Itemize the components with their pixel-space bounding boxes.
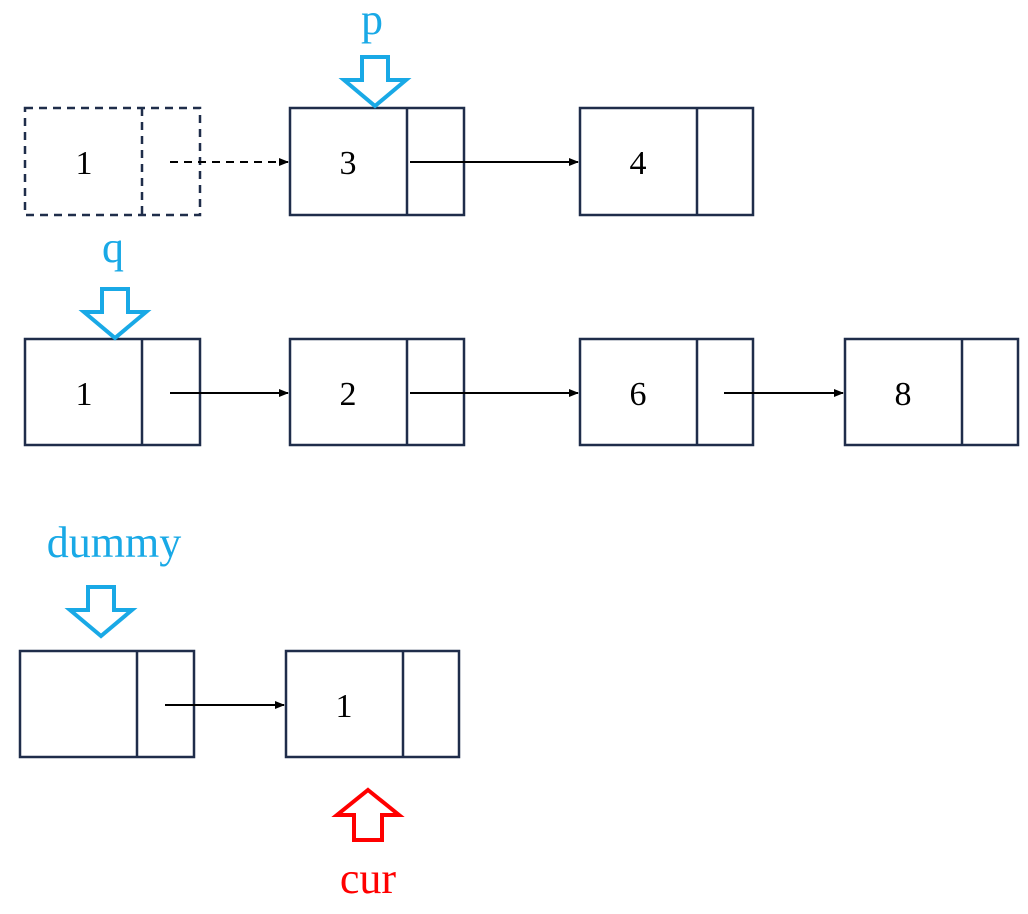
list-q: 1 2 6 8 [23,337,1020,447]
node-box [578,106,755,217]
node-value: 3 [340,145,357,182]
pointer-q: q [78,223,152,341]
pointer-dummy-label: dummy [47,518,181,567]
node-box [843,337,1020,447]
node-value: 1 [76,376,93,413]
pointer-q-label: q [102,223,124,272]
pointer-cur: cur [331,787,405,903]
pointer-p: p [338,0,412,109]
node-value: 6 [630,376,647,413]
list-node: 8 [843,337,1020,447]
down-arrow-icon [78,287,152,341]
removed-node-value: 1 [76,145,93,182]
node-box [284,649,461,759]
node-value: 4 [630,145,647,182]
down-arrow-icon [64,585,138,639]
node-value: 1 [336,688,353,725]
pointer-dummy: dummy [47,518,181,639]
list-node: 3 [288,106,466,217]
node-value: 2 [340,376,357,413]
down-arrow-icon [338,55,412,109]
up-arrow-icon [331,787,405,842]
list-node: 1 [284,649,461,759]
pointer-cur-label: cur [340,854,397,903]
list-result: 1 [18,649,461,759]
node-value: 8 [895,376,912,413]
list-p: 1 3 4 [23,106,755,217]
pointer-p-label: p [361,0,383,44]
list-node: 4 [578,106,755,217]
